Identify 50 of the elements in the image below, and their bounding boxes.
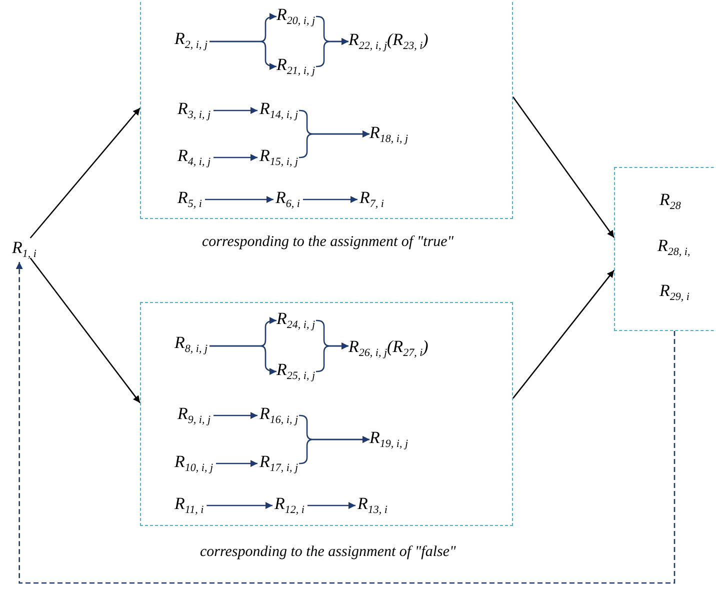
arrow — [210, 345, 277, 375]
arrow — [30, 258, 141, 404]
variable-label: R$_{14, i, j}$ — [260, 98, 298, 118]
variable-label: R$_{18, i, j}$ — [370, 122, 408, 142]
variable-label: R$_{29, i}$ — [660, 280, 690, 300]
arrow — [204, 196, 274, 203]
variable-label: R$_{1, i}$ — [12, 238, 36, 258]
variable-label: R$_{24, i, j}$ — [276, 308, 316, 328]
arrow — [316, 38, 348, 68]
variable-label: R$_{20, i, j}$ — [276, 4, 316, 24]
group-caption: corresponding to the assignment of "false" — [200, 543, 456, 561]
variable-label: R$_{11, i}$ — [174, 494, 204, 514]
variable-label: R$_{25, i, j}$ — [276, 360, 316, 380]
arrow — [302, 196, 358, 203]
variable-label: R$_{22, i, j}$(R$_{23, i}$) — [348, 30, 428, 50]
arrow — [214, 107, 258, 114]
variable-label: R$_{21, i, j}$ — [276, 54, 316, 74]
variable-label: R$_{4, i, j}$ — [178, 146, 211, 166]
arrow — [512, 270, 614, 399]
variable-label: R$_{28}$ — [660, 190, 681, 210]
arrow — [210, 40, 277, 70]
variable-label: R$_{13, i}$ — [358, 494, 388, 514]
variable-label: R$_{12, i}$ — [274, 494, 304, 514]
arrow — [206, 502, 272, 509]
variable-label: R$_{17, i, j}$ — [260, 452, 298, 472]
variable-label: R$_{2, i, j}$ — [174, 28, 208, 48]
arrow — [512, 96, 615, 238]
variable-label: R$_{10, i, j}$ — [174, 452, 214, 472]
arrow — [30, 108, 140, 238]
variable-label: R$_{5, i}$ — [178, 188, 202, 208]
arrow — [214, 412, 258, 419]
dashed-group-frame — [140, 302, 513, 526]
arrow — [307, 502, 356, 509]
variable-label: R$_{9, i, j}$ — [178, 404, 211, 424]
variable-label: R$_{19, i, j}$ — [370, 428, 408, 448]
dashed-arrow — [16, 262, 676, 584]
group-caption: corresponding to the assignment of "true" — [202, 233, 454, 251]
arrow — [214, 154, 258, 161]
variable-label: R$_{3, i, j}$ — [178, 98, 211, 118]
variable-label: R$_{6, i}$ — [276, 188, 300, 208]
variable-label: R$_{8, i, j}$ — [174, 332, 208, 352]
variable-label: R$_{15, i, j}$ — [260, 146, 298, 166]
dashed-group-frame — [614, 167, 716, 331]
arrow — [216, 460, 258, 467]
variable-label: R$_{16, i, j}$ — [260, 404, 298, 424]
variable-label: R$_{26, i, j}$(R$_{27, i}$) — [348, 336, 428, 356]
dashed-group-frame — [140, 0, 513, 219]
variable-label: R$_{7, i}$ — [360, 188, 384, 208]
arrow — [316, 342, 348, 372]
variable-label: R$_{28, i,}$ — [658, 236, 690, 256]
